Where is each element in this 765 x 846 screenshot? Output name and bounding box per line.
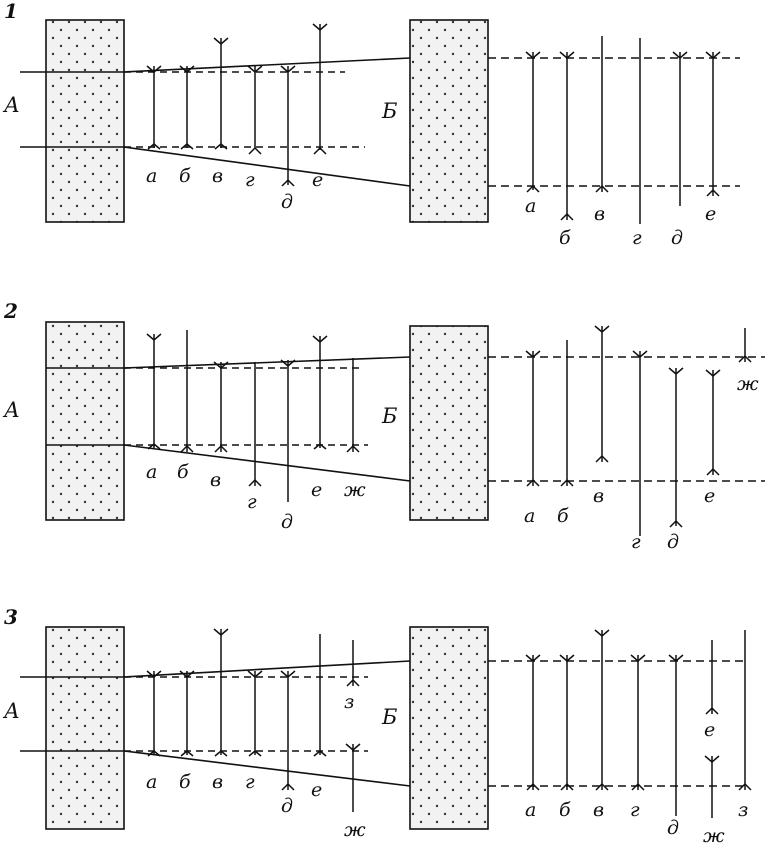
label-d-left-1: д (281, 191, 293, 213)
label-a-right-1: а (525, 195, 536, 217)
label-b-right-2: б (557, 505, 569, 527)
right-block-3 (409, 626, 489, 830)
panel-number-2: 2 (3, 299, 18, 323)
label-b-right-3: б (559, 799, 571, 821)
left-block-2 (45, 321, 125, 521)
label-g-left-2: г (247, 491, 257, 513)
zone-label-a-2: А (2, 398, 20, 422)
zone-label-a-3: А (2, 699, 20, 723)
left-genes-1 (146, 23, 328, 187)
zone-label-b-1: Б (381, 99, 397, 123)
left-genes-3 (146, 628, 361, 812)
label-e-left-2: е (311, 479, 322, 501)
label-e-right-3: е (704, 719, 715, 741)
label-v-right-2: в (593, 485, 604, 507)
zone-label-a-1: А (2, 93, 20, 117)
label-b-left-1: б (179, 165, 191, 187)
left-labels-3: а б в г д е з ж (146, 691, 366, 841)
left-labels-2: а б в г д е ж (146, 461, 366, 533)
left-genes-2 (146, 330, 360, 502)
zone-label-b-2: Б (381, 404, 397, 428)
label-d-left-3: д (281, 795, 293, 817)
label-v-right-3: в (593, 799, 604, 821)
panel-number-3: 3 (4, 605, 18, 629)
boundary-lines-1 (20, 57, 740, 187)
right-genes-2 (525, 325, 752, 536)
label-e-left-3: е (311, 779, 322, 801)
left-block-3 (45, 626, 125, 830)
right-labels-3: а б в г д е ж з (525, 719, 748, 846)
label-a-left-2: а (146, 461, 157, 483)
label-zh-right-3: ж (703, 825, 725, 846)
right-genes-3 (525, 629, 752, 818)
label-e-left-1: е (312, 169, 323, 191)
label-g-right-3: г (630, 799, 640, 821)
left-block-1 (45, 19, 125, 223)
label-e-right-2: е (704, 485, 715, 507)
label-d-right-2: д (667, 531, 679, 553)
right-genes-1 (525, 36, 721, 224)
label-a-right-2: а (524, 505, 535, 527)
label-g-left-3: г (245, 771, 255, 793)
label-d-right-1: д (671, 227, 683, 249)
label-a-right-3: а (525, 799, 536, 821)
label-z-right-3: з (738, 799, 748, 821)
label-a-left-3: а (146, 771, 157, 793)
label-v-right-1: в (594, 203, 605, 225)
label-e-right-1: е (705, 203, 716, 225)
panel-number-1: 1 (4, 0, 18, 23)
right-block-2 (409, 325, 489, 521)
label-b-left-2: б (177, 461, 189, 483)
label-a-left-1: а (146, 165, 157, 187)
label-g-right-1: г (632, 227, 642, 249)
panel-2: 2 А Б (2, 299, 765, 553)
zone-label-b-3: Б (381, 705, 397, 729)
label-v-left-2: в (210, 469, 221, 491)
label-g-right-2: г (631, 531, 641, 553)
label-zh-left-2: ж (344, 479, 366, 501)
label-v-left-1: в (212, 165, 223, 187)
right-labels-2: а б в г д е ж (524, 373, 759, 553)
label-b-left-3: б (179, 771, 191, 793)
right-block-1 (409, 19, 489, 223)
label-g-left-1: г (245, 169, 255, 191)
label-v-left-3: в (212, 771, 223, 793)
panel-1: 1 А Б (2, 0, 740, 249)
left-labels-1: а б в г д е (146, 165, 323, 213)
label-zh-left-3: ж (344, 819, 366, 841)
label-b-right-1: б (559, 227, 571, 249)
label-d-right-3: д (667, 817, 679, 839)
label-z-left-3: з (344, 691, 354, 713)
label-zh-right-2: ж (737, 373, 759, 395)
panel-3: 3 А Б (2, 605, 752, 846)
right-labels-1: а б в г д е (525, 195, 716, 249)
label-d-left-2: д (281, 511, 293, 533)
